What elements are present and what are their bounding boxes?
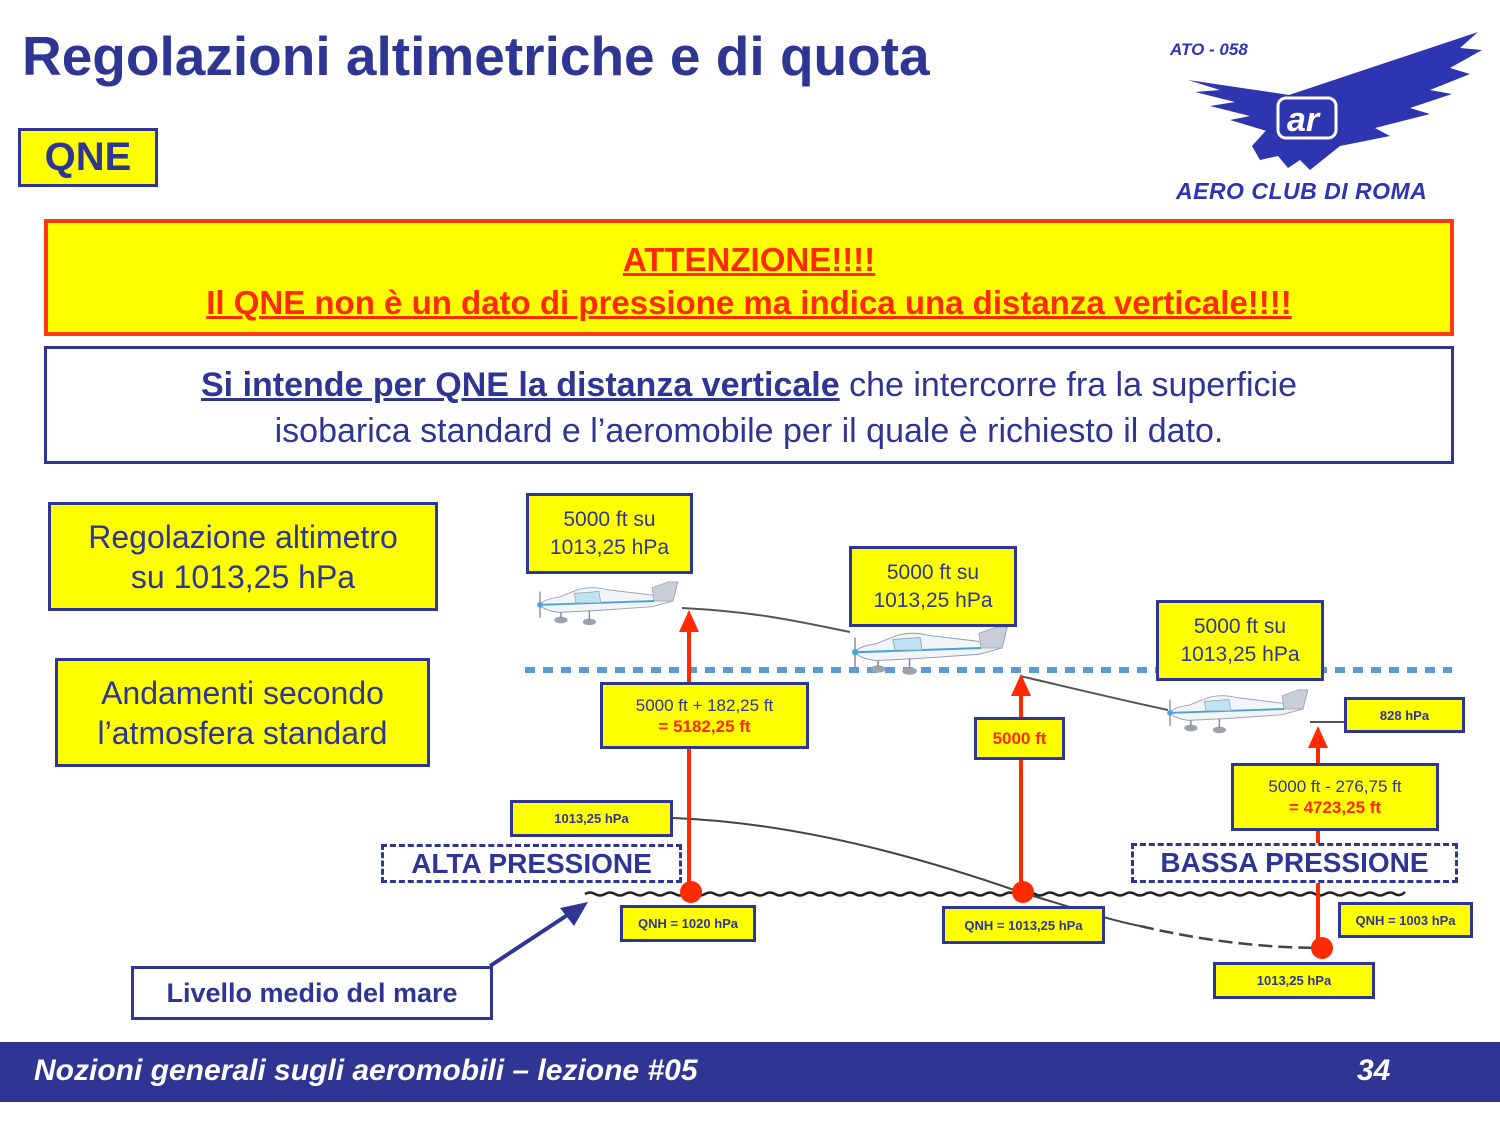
sea-level-pointer-arrow: [488, 902, 588, 968]
label-line: 5000 ft su: [563, 507, 656, 531]
qne-badge: QNE: [18, 128, 158, 187]
warning-text: Il QNE non è un dato di pressione ma ind…: [206, 284, 1292, 321]
logo-code: ATO - 058: [1170, 40, 1248, 59]
definition-rest: che intercorre fra la superficie: [839, 366, 1297, 404]
high-pressure-zone-label: ALTA PRESSIONE: [381, 844, 682, 883]
qnh-label-low: QNH = 1003 hPa: [1338, 902, 1473, 938]
qnh-label-high: QNH = 1020 hPa: [620, 905, 756, 942]
plane-label-standard: 5000 ft su 1013,25 hPa: [849, 546, 1017, 627]
footer-bar: Nozioni generali sugli aeromobili – lezi…: [0, 1042, 1500, 1102]
airplane-icon: [1166, 689, 1309, 735]
pressure-label-std-high: 1013,25 hPa: [510, 800, 673, 837]
setting-line1: Regolazione altimetro: [88, 518, 398, 555]
sea-level-label: Livello medio del mare: [131, 966, 493, 1020]
plane-label-high: 5000 ft su 1013,25 hPa: [526, 493, 693, 574]
trend-line2: l’atmosfera standard: [97, 714, 388, 751]
definition-box: Si intende per QNE la distanza verticale…: [44, 346, 1454, 464]
sea-level-line: [584, 891, 1406, 897]
logo-monogram: ar: [1287, 101, 1321, 139]
pressure-label-828: 828 hPa: [1344, 697, 1465, 733]
calc-formula: 5000 ft + 182,25 ft: [635, 695, 774, 715]
label-line: 1013,25 hPa: [549, 535, 670, 559]
footer-course-title: Nozioni generali sugli aeromobili – lezi…: [34, 1054, 698, 1087]
warning-box: ATTENZIONE!!!! Il QNE non è un dato di p…: [44, 219, 1454, 336]
airplane-icon: [536, 581, 679, 627]
label-line: 5000 ft su: [1193, 614, 1287, 638]
definition-line2: isobarica standard e l’aeromobile per il…: [274, 412, 1224, 450]
standard-atmosphere-box: Andamenti secondo l’atmosfera standard: [55, 658, 430, 767]
calc-result: = 4723,25 ft: [1288, 798, 1382, 817]
calc-low-pressure: 5000 ft - 276,75 ft = 4723,25 ft: [1231, 763, 1439, 831]
trend-line1: Andamenti secondo: [101, 674, 384, 711]
label-line: 1013,25 hPa: [873, 588, 993, 612]
calc-standard: 5000 ft: [974, 717, 1065, 760]
label-line: 5000 ft su: [886, 560, 980, 584]
setting-line2: su 1013,25 hPa: [130, 558, 356, 595]
calc-high-pressure: 5000 ft + 182,25 ft = 5182,25 ft: [600, 682, 809, 749]
warning-heading: ATTENZIONE!!!!: [622, 241, 876, 278]
definition-emphasis: Si intende per QNE la distanza verticale: [201, 366, 840, 404]
page-title: Regolazioni altimetriche e di quota: [22, 25, 930, 87]
plane-label-low: 5000 ft su 1013,25 hPa: [1156, 600, 1324, 681]
calc-formula: 5000 ft - 276,75 ft: [1268, 777, 1402, 796]
aero-club-logo: ar ATO - 058 AERO CLUB DI ROMA: [1160, 28, 1485, 208]
eagle-icon: ar: [1188, 32, 1482, 170]
qnh-label-standard: QNH = 1013,25 hPa: [942, 906, 1105, 944]
definition-line1: Si intende per QNE la distanza verticale…: [47, 362, 1451, 408]
page-number: 34: [1357, 1054, 1391, 1087]
logo-name: AERO CLUB DI ROMA: [1176, 178, 1428, 204]
low-pressure-zone-label: BASSA PRESSIONE: [1131, 843, 1458, 883]
pressure-label-std-low: 1013,25 hPa: [1213, 962, 1375, 999]
calc-result: = 5182,25 ft: [658, 716, 751, 736]
label-line: 1013,25 hPa: [1180, 642, 1300, 666]
altimeter-setting-box: Regolazione altimetro su 1013,25 hPa: [48, 502, 438, 611]
